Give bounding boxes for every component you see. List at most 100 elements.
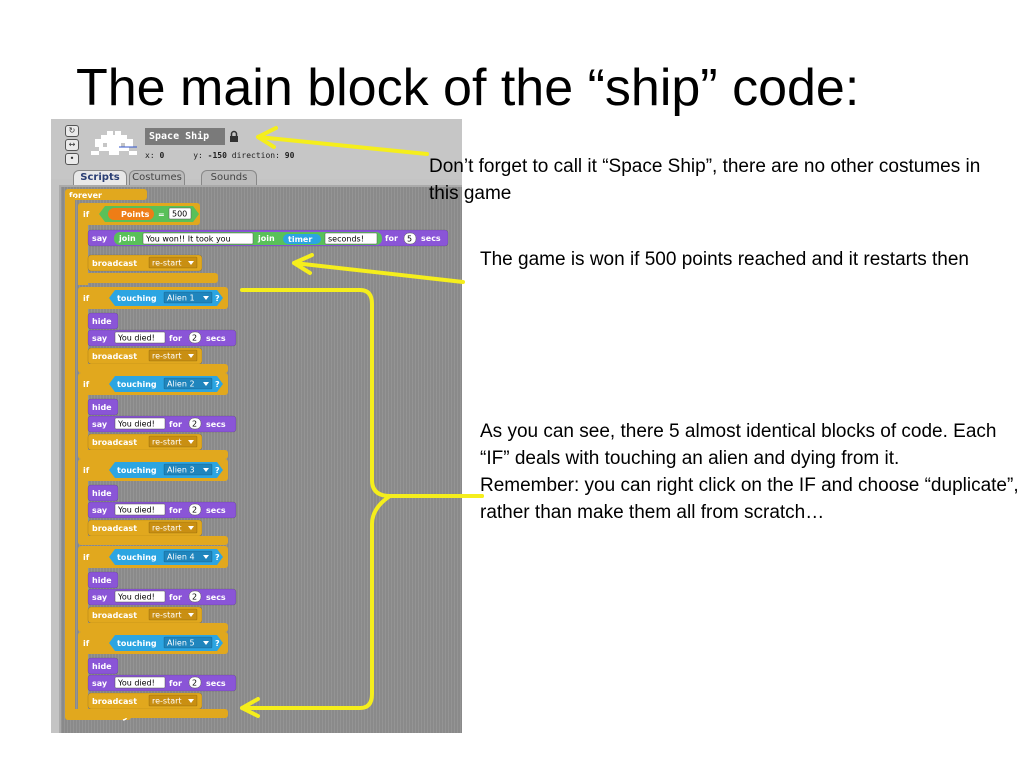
alien-2-broadcast-label: broadcast — [92, 438, 137, 447]
alien-5-broadcast-message: re-start — [152, 697, 182, 706]
forever-block-arm[interactable] — [65, 197, 75, 711]
if-label: if — [83, 210, 90, 219]
alien-3-secs-value-slot[interactable] — [188, 503, 202, 516]
dropdown-arrow-icon — [203, 296, 209, 300]
alien-1-target-dropdown[interactable] — [163, 291, 213, 304]
alien-3-if-arm[interactable] — [78, 479, 88, 541]
alien-4-secs-label: secs — [206, 593, 226, 602]
alien-1-touching-label: touching — [117, 294, 157, 303]
alien-1-broadcast-message-dropdown[interactable] — [148, 349, 198, 362]
tab-costumes[interactable]: Costumes — [129, 170, 185, 185]
alien-2-hide-block[interactable] — [87, 398, 119, 416]
alien-1-secs-value: 2 — [192, 334, 197, 343]
dropdown-arrow-icon — [203, 382, 209, 386]
sprite-name-field[interactable]: Space Ship — [145, 128, 225, 145]
alien-3-if-bottom[interactable] — [78, 536, 228, 545]
alien-5-touching-label: touching — [117, 639, 157, 648]
win-secs-value: 5 — [407, 235, 412, 244]
alien-5-if-arm[interactable] — [78, 652, 88, 714]
alien-5-hide-label: hide — [92, 662, 112, 671]
alien-1-if-arm[interactable] — [78, 307, 88, 369]
alien-3-target-dropdown[interactable] — [163, 463, 213, 476]
alien-2-if-arm[interactable] — [78, 393, 88, 455]
alien-4-broadcast-message-dropdown[interactable] — [148, 608, 198, 621]
alien-3-for-label: for — [169, 506, 182, 515]
alien-4-died-text-slot[interactable] — [114, 590, 166, 603]
alien-1-secs-value-slot[interactable] — [188, 331, 202, 344]
rotate-left-right-icon[interactable]: ↔ — [65, 139, 79, 151]
alien-5-target-dropdown[interactable] — [163, 636, 213, 649]
alien-3-died-text-slot[interactable] — [114, 503, 166, 516]
dropdown-arrow-icon — [188, 526, 194, 530]
alien-5-secs-label: secs — [206, 679, 226, 688]
alien-2-died-text-slot[interactable] — [114, 417, 166, 430]
alien-2-for-label: for — [169, 420, 182, 429]
y-label: y: — [193, 151, 203, 160]
alien-5-broadcast-message-dropdown[interactable] — [148, 694, 198, 707]
alien-2-target-dropdown[interactable] — [163, 377, 213, 390]
alien-1-hide-block[interactable] — [87, 312, 119, 330]
points-value: 500 — [172, 210, 187, 219]
alien-2-if-bottom[interactable] — [78, 450, 228, 459]
alien-5-broadcast-label: broadcast — [92, 697, 137, 706]
join-label-1: join — [118, 234, 136, 243]
x-value: 0 — [159, 151, 165, 160]
lock-icon[interactable] — [229, 130, 239, 142]
timer-reporter[interactable] — [283, 234, 321, 244]
dropdown-arrow-icon — [188, 699, 194, 703]
dropdown-arrow-icon — [203, 468, 209, 472]
annotation-sprite-name: Don’t forget to call it “Space Ship”, th… — [429, 156, 981, 204]
tab-scripts[interactable]: Scripts — [73, 170, 127, 185]
alien-5-died-text-slot[interactable] — [114, 676, 166, 689]
dropdown-arrow-icon — [203, 641, 209, 645]
alien-1-for-label: for — [169, 334, 182, 343]
alien-5-secs-value-slot[interactable] — [188, 676, 202, 689]
alien-5-if-bottom[interactable] — [78, 709, 228, 718]
tab-sounds[interactable]: Sounds — [201, 170, 257, 185]
alien-4-secs-value-slot[interactable] — [188, 590, 202, 603]
alien-2-died-text: You died! — [117, 420, 155, 429]
won-text-slot[interactable] — [142, 232, 254, 245]
alien-4-target-dropdown[interactable] — [163, 550, 213, 563]
rotate-can-rotate-icon[interactable]: ↻ — [65, 125, 79, 137]
if-points-bottom[interactable] — [78, 273, 218, 283]
dropdown-arrow-icon — [188, 261, 194, 265]
seconds-text-slot[interactable] — [324, 232, 378, 245]
for-label: for — [385, 234, 398, 243]
alien-3-broadcast-message-dropdown[interactable] — [148, 521, 198, 534]
alien-1-if-bottom[interactable] — [78, 364, 228, 373]
equals-sign: = — [158, 210, 165, 219]
points-variable-reporter[interactable] — [108, 208, 154, 220]
alien-5-hide-block[interactable] — [87, 657, 119, 675]
alien-5-died-text: You died! — [117, 679, 155, 688]
alien-3-hide-block[interactable] — [87, 484, 119, 502]
alien-4-say-label: say — [92, 593, 108, 602]
alien-3-target: Alien 3 — [167, 466, 195, 475]
alien-3-if-label: if — [83, 466, 90, 475]
alien-3-question-mark: ? — [215, 466, 220, 475]
alien-2-secs-value-slot[interactable] — [188, 417, 202, 430]
annotation-win: The game is won if 500 points reached an… — [480, 249, 969, 270]
win-secs-value-slot[interactable] — [403, 232, 417, 245]
alien-3-died-text: You died! — [117, 506, 155, 515]
broadcast-message-dropdown[interactable] — [148, 256, 198, 269]
broadcast-label: broadcast — [92, 259, 137, 268]
alien-4-if-bottom[interactable] — [78, 623, 228, 632]
alien-4-hide-label: hide — [92, 576, 112, 585]
alien-1-if-label: if — [83, 294, 90, 303]
points-value-slot[interactable] — [168, 207, 192, 220]
rotate-none-icon[interactable]: • — [65, 153, 79, 165]
alien-4-if-arm[interactable] — [78, 566, 88, 628]
alien-3-broadcast-message: re-start — [152, 524, 182, 533]
alien-1-died-text-slot[interactable] — [114, 331, 166, 344]
alien-1-broadcast-label: broadcast — [92, 352, 137, 361]
alien-3-hide-label: hide — [92, 489, 112, 498]
alien-2-broadcast-message-dropdown[interactable] — [148, 435, 198, 448]
alien-1-question-mark: ? — [215, 294, 220, 303]
alien-3-secs-value: 2 — [192, 506, 197, 515]
alien-3-touching-label: touching — [117, 466, 157, 475]
alien-2-question-mark: ? — [215, 380, 220, 389]
forever-block-top[interactable] — [65, 189, 147, 200]
if-points-arm[interactable] — [78, 223, 88, 285]
alien-4-hide-block[interactable] — [87, 571, 119, 589]
